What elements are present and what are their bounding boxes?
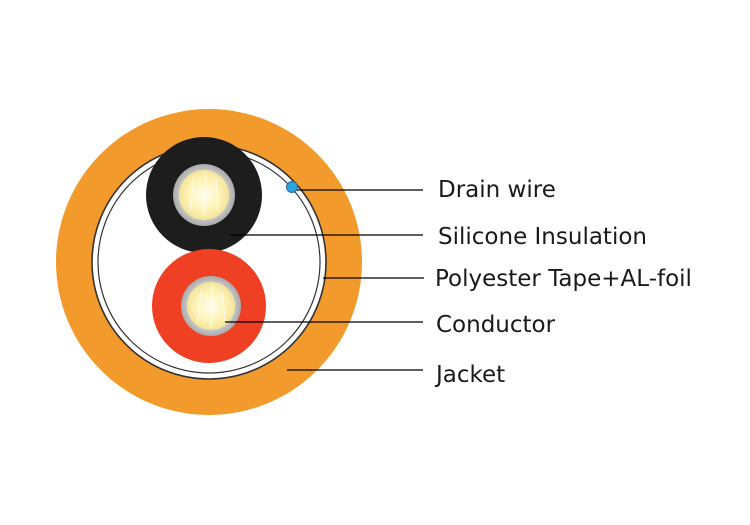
label-jacket: Jacket: [436, 362, 506, 388]
label-polyester-tape: Polyester Tape+AL-foil: [435, 266, 692, 292]
label-silicone-insulation: Silicone Insulation: [438, 224, 647, 250]
black-conductor-strands-icon: [189, 171, 219, 217]
label-drain-wire: Drain wire: [438, 177, 556, 203]
drain-wire-dot: [286, 181, 298, 193]
leader-lines: [225, 189, 424, 371]
red-conductor-strands-icon: [197, 283, 226, 329]
label-conductor: Conductor: [436, 312, 556, 338]
